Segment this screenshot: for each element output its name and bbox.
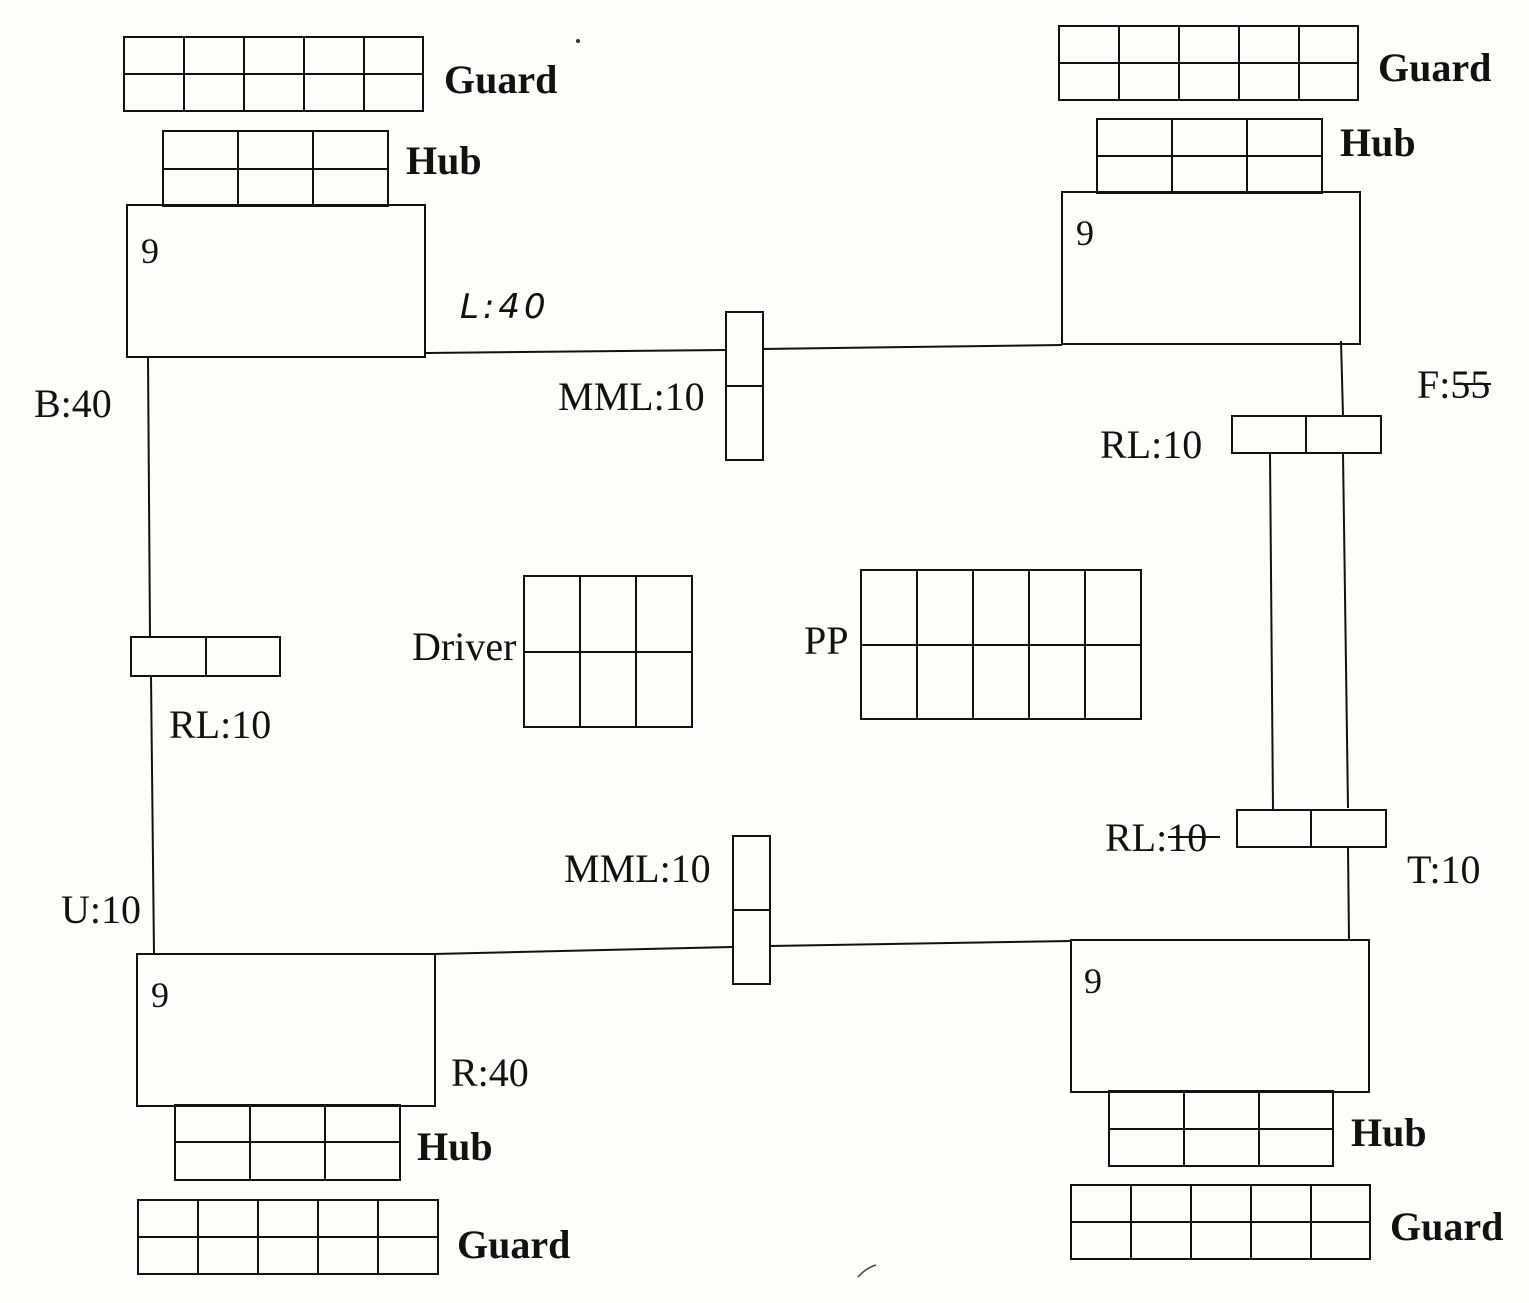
frame-bottom-line-right xyxy=(769,940,1072,947)
mml-block-top xyxy=(725,311,764,461)
frame-top-line xyxy=(425,349,727,354)
u10-label: U:10 xyxy=(61,887,141,932)
rl10-label-left: RL:10 xyxy=(169,702,272,747)
wheel-number-bottom-left: 9 xyxy=(151,975,169,1015)
hub-label-bottom-left: Hub xyxy=(417,1124,493,1169)
wheel-number-bottom-right: 9 xyxy=(1084,961,1102,1001)
rl10-label-right-bottom: RL:10 xyxy=(1105,815,1208,860)
rl-block-right-top xyxy=(1231,415,1382,454)
hub-grid-top-right xyxy=(1096,118,1323,194)
frame-right-line-lower xyxy=(1342,452,1349,809)
guard-label-top-left: Guard xyxy=(444,57,558,102)
frame-right-line xyxy=(1340,340,1344,417)
inner-right-line xyxy=(1269,452,1274,811)
guard-grid-top-left xyxy=(123,36,424,112)
guard-label-top-right: Guard xyxy=(1378,45,1492,90)
pp-grid xyxy=(860,569,1142,720)
driver-grid xyxy=(523,575,693,728)
guard-grid-top-right xyxy=(1058,25,1359,101)
mml-block-bottom xyxy=(732,835,771,985)
wheel-number-top-left: 9 xyxy=(141,231,159,271)
hub-grid-top-left xyxy=(162,130,389,207)
l40-label: L:40 xyxy=(460,287,550,327)
hub-label-top-left: Hub xyxy=(406,138,482,183)
f55-strike-mark xyxy=(1455,383,1491,385)
hub-label-bottom-right: Hub xyxy=(1351,1110,1427,1155)
guard-grid-bottom-right xyxy=(1070,1184,1371,1260)
frame-bottom-line xyxy=(433,946,733,955)
mml10-label-top: MML:10 xyxy=(558,374,705,419)
wheel-box-top-right xyxy=(1061,191,1361,345)
rl10-label-right-top: RL:10 xyxy=(1100,422,1203,467)
guard-label-bottom-right: Guard xyxy=(1390,1204,1504,1249)
r40-label: R:40 xyxy=(451,1050,529,1095)
hub-grid-bottom-right xyxy=(1108,1090,1334,1167)
pp-label: PP xyxy=(804,618,849,663)
hub-grid-bottom-left xyxy=(174,1104,401,1181)
stray-dot xyxy=(576,39,580,43)
b40-label: B:40 xyxy=(34,381,112,426)
rl10-strike-mark xyxy=(1168,836,1220,838)
wheel-number-top-right: 9 xyxy=(1076,213,1094,253)
mml10-label-bottom: MML:10 xyxy=(564,846,711,891)
rl-block-right-bottom xyxy=(1236,809,1387,848)
guard-label-bottom-left: Guard xyxy=(457,1222,571,1267)
hub-label-top-right: Hub xyxy=(1340,120,1416,165)
frame-top-line-right xyxy=(761,344,1063,350)
frame-right-line-bottom xyxy=(1347,846,1350,941)
frame-left-line-lower xyxy=(150,675,155,956)
driver-label: Driver xyxy=(412,624,517,669)
stray-mark xyxy=(857,1264,877,1278)
wheel-box-top-left xyxy=(126,204,426,358)
wheel-box-bottom-left xyxy=(136,953,436,1107)
f55-label: F:55 xyxy=(1417,362,1491,407)
rl-block-left xyxy=(130,636,281,677)
t10-label: T:10 xyxy=(1407,847,1481,892)
frame-left-line xyxy=(147,356,151,638)
wheel-box-bottom-right xyxy=(1070,939,1370,1093)
guard-grid-bottom-left xyxy=(137,1199,439,1275)
